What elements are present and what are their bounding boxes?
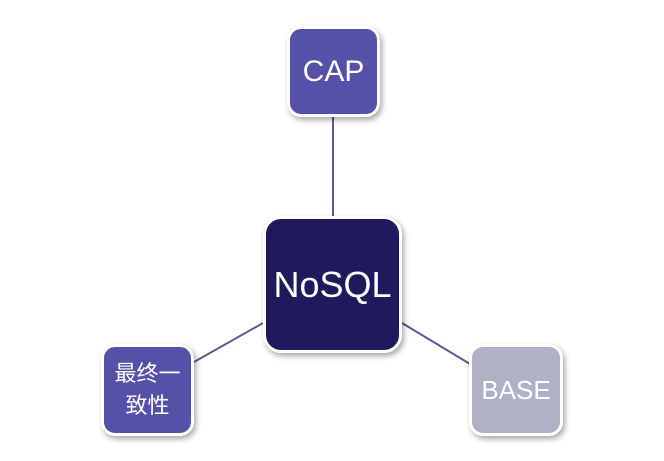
node-nosql: NoSQL [263, 216, 402, 353]
node-cap: CAP [287, 26, 380, 117]
node-nosql-label: NoSQL [273, 263, 392, 305]
node-eventual-consistency-label: 最终一致性 [114, 361, 181, 418]
connector-center-left [193, 322, 264, 363]
node-cap-label: CAP [302, 54, 365, 88]
connector-center-right [401, 322, 471, 365]
node-base-label: BASE [481, 374, 551, 405]
node-base: BASE [469, 344, 563, 436]
node-eventual-consistency: 最终一致性 [101, 344, 194, 436]
